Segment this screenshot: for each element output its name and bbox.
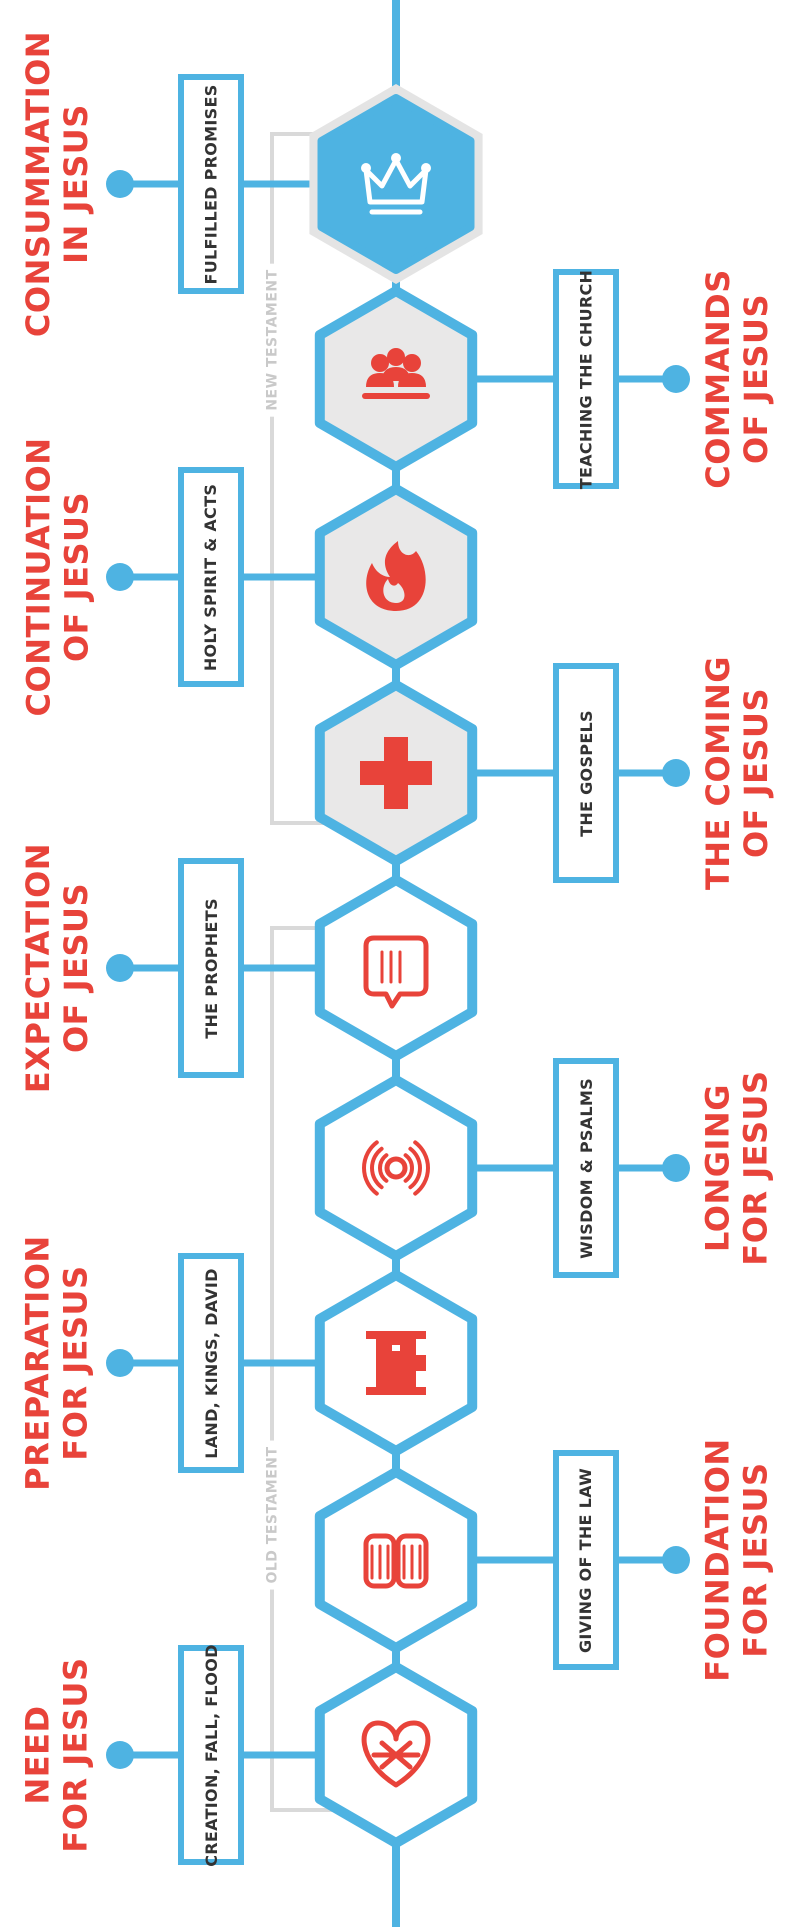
theme-line-1: CONTINUATION <box>19 437 58 717</box>
book-label-box: GIVING OF THE LAW <box>553 1450 619 1670</box>
connector-dot <box>106 1349 134 1377</box>
cross-icon <box>360 737 432 809</box>
stage-node <box>314 1662 478 1848</box>
connector-dot <box>106 954 134 982</box>
theme-line-1: THE COMING <box>699 655 737 891</box>
connector-dot <box>106 563 134 591</box>
connector-dot <box>106 170 134 198</box>
hexagon <box>317 94 475 274</box>
theme-line-1: FOUNDATION <box>699 1438 738 1682</box>
book-label: WISDOM & PSALMS <box>576 1077 596 1259</box>
theme-line-2: OF JESUS <box>737 293 775 465</box>
theme-line-1: LONGING <box>699 1084 737 1252</box>
stage-node <box>314 1270 478 1456</box>
theme-line-2: IN JESUS <box>57 104 95 264</box>
book-label-box: TEACHING THE CHURCH <box>553 269 619 489</box>
connector-dot <box>662 1546 690 1574</box>
hexagon <box>314 1075 478 1261</box>
theme-line-1: CONSUMMATION <box>19 30 57 338</box>
theme-line-2: OF JESUS <box>737 687 775 859</box>
connector-dot <box>662 759 690 787</box>
heart-tree-icon <box>361 1720 431 1788</box>
tablets-icon <box>363 1533 429 1589</box>
theme-line-2: FOR JESUS <box>57 1657 95 1853</box>
stage-node <box>314 286 478 472</box>
stage-node <box>314 484 478 670</box>
theme-line-1: EXPECTATION <box>19 842 58 1094</box>
stage-node <box>314 1467 478 1653</box>
old-testament-label: OLD TESTAMENT <box>262 1440 284 1590</box>
theme-line-2: FOR JESUS <box>57 1265 95 1461</box>
book-label: FULFILLED PROMISES <box>201 83 221 285</box>
connector-dot <box>662 1154 690 1182</box>
connector-dot <box>662 365 690 393</box>
theme-line-2: FOR JESUS <box>737 1462 776 1658</box>
theme-line-2: OF JESUS <box>57 491 96 663</box>
hexagon-nodes <box>309 84 483 1848</box>
book-label-box: CREATION, FALL, FLOOD <box>178 1643 244 1867</box>
stage-node <box>314 680 478 866</box>
connector-dot <box>106 1741 134 1769</box>
connectors <box>106 170 690 1769</box>
theme-line-1: COMMANDS <box>699 269 737 489</box>
theme-line-2: FOR JESUS <box>737 1070 775 1266</box>
crown-icon <box>361 153 431 215</box>
book-label: CREATION, FALL, FLOOD <box>201 1643 221 1867</box>
book-label: THE GOSPELS <box>576 709 596 837</box>
book-label: GIVING OF THE LAW <box>576 1467 596 1653</box>
book-label-box: LAND, KINGS, DAVID <box>178 1253 244 1473</box>
speech-bubble-icon <box>363 935 429 1009</box>
book-label: HOLY SPIRIT & ACTS <box>201 483 221 671</box>
stage-node <box>309 84 483 284</box>
theme-line-1: PREPARATION <box>19 1235 57 1491</box>
stage-node <box>314 1075 478 1261</box>
book-label-box: FULFILLED PROMISES <box>178 74 244 294</box>
stage-node <box>314 875 478 1061</box>
new-testament-label: NEW TESTAMENT <box>262 263 284 417</box>
book-label: THE PROPHETS <box>201 897 221 1039</box>
theme-line-1: NEED <box>19 1705 57 1805</box>
tower-icon <box>366 1331 426 1395</box>
book-label: LAND, KINGS, DAVID <box>201 1267 221 1459</box>
book-label-box: THE PROPHETS <box>178 858 244 1078</box>
sound-waves-icon <box>362 1140 430 1196</box>
hexagon <box>314 875 478 1061</box>
flame-icon <box>366 541 426 611</box>
people-icon <box>362 348 430 399</box>
theme-line-2: OF JESUS <box>57 882 96 1054</box>
book-label-box: THE GOSPELS <box>553 663 619 883</box>
book-label-box: WISDOM & PSALMS <box>553 1058 619 1278</box>
book-label-box: HOLY SPIRIT & ACTS <box>178 467 244 687</box>
book-label: TEACHING THE CHURCH <box>576 269 596 489</box>
